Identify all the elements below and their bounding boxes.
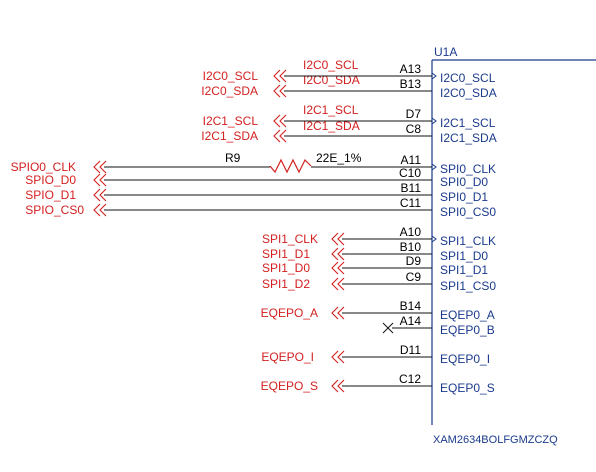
net-label: SPIO0_CLK — [11, 160, 76, 174]
pin-name: SPI1_D1 — [440, 263, 488, 277]
offpage-connector-icon — [93, 203, 107, 217]
net-label: EQEPO_A — [261, 306, 318, 320]
pin-number: A10 — [400, 225, 422, 239]
resistor-value: 22E_1% — [316, 151, 362, 165]
pin-name: SPI0_CLK — [440, 162, 496, 176]
pin-number: B11 — [401, 181, 422, 195]
net-label: SPIO_D0 — [25, 173, 76, 187]
pin-name: I2C0_SCL — [440, 71, 496, 85]
pin-number: A14 — [400, 314, 422, 328]
net-label: SPI1_CLK — [262, 232, 318, 246]
pin-direction-arrow-icon — [431, 163, 437, 171]
pin-number: A13 — [400, 62, 422, 76]
wire-label-i2c0-scl: I2C0_SCL — [303, 58, 359, 72]
net-label: SPIO_D1 — [25, 188, 76, 202]
offpage-connector-icon — [331, 350, 345, 364]
pin-number: B14 — [400, 299, 422, 313]
net-label: I2C0_SCL — [203, 69, 259, 83]
offpage-connector-icon — [273, 129, 287, 143]
net-label: I2C1_SDA — [201, 129, 258, 143]
offpage-connector-icon — [331, 306, 345, 320]
offpage-connector-icon — [93, 188, 107, 202]
offpage-connector-icon — [93, 160, 107, 174]
no-connect-x — [382, 322, 394, 334]
pin-name: EQEP0_B — [440, 323, 495, 337]
wire-label-i2c0-sda: I2C0_SDA — [303, 73, 360, 87]
net-label: EQEPO_I — [261, 350, 314, 364]
offpage-connector-icon — [331, 379, 345, 393]
pin-name: I2C1_SCL — [440, 116, 496, 130]
resistor-r9[interactable]: R9 22E_1% — [225, 151, 362, 174]
pin-name: SPI0_CS0 — [440, 205, 496, 219]
pin-number: D7 — [406, 107, 422, 121]
net-label: SPIO_CS0 — [25, 203, 84, 217]
offpage-connector-icon — [331, 261, 345, 275]
pin-name: SPI0_D0 — [440, 175, 488, 189]
net-label: SPI1_D1 — [262, 247, 310, 261]
pin-name: SPI1_D0 — [440, 249, 488, 263]
pin-number: B13 — [400, 77, 422, 91]
pin-name: SPI0_D1 — [440, 190, 488, 204]
component-ref: U1A — [434, 45, 457, 59]
pin-number: D9 — [406, 254, 422, 268]
resistor-ref: R9 — [225, 151, 241, 165]
pin-number: C10 — [399, 166, 421, 180]
offpage-connector-icon — [273, 84, 287, 98]
i2c-wire-labels: I2C0_SCL I2C0_SDA I2C1_SCL I2C1_SDA — [303, 58, 360, 133]
net-label: SPI1_D2 — [262, 277, 310, 291]
pin-name: EQEP0_S — [440, 381, 495, 395]
wire-label-i2c1-scl: I2C1_SCL — [303, 103, 359, 117]
pin-name: I2C0_SDA — [440, 86, 497, 100]
offpage-connector-icon — [273, 69, 287, 83]
net-label: I2C0_SDA — [201, 84, 258, 98]
net-label: I2C1_SCL — [203, 114, 259, 128]
pin-number: B10 — [400, 240, 422, 254]
pin-name: I2C1_SDA — [440, 131, 497, 145]
pin-number: C8 — [406, 122, 422, 136]
offpage-connector-icon — [273, 114, 287, 128]
pin-number: C11 — [400, 196, 421, 210]
offpage-connector-icon — [331, 247, 345, 261]
wire-label-i2c1-sda: I2C1_SDA — [303, 119, 360, 133]
pin-name: SPI1_CLK — [440, 234, 496, 248]
pin-direction-arrow-icon — [431, 235, 437, 243]
resistor-symbol — [269, 158, 312, 174]
component-part-number: XAM2634BOLFGMZCZQ — [433, 434, 558, 446]
pin-name: EQEP0_A — [440, 308, 495, 322]
pin-direction-arrow-icon — [431, 72, 437, 80]
offpage-connector-icon — [331, 277, 345, 291]
pin-name: SPI1_CS0 — [440, 279, 496, 293]
net-rows: A13I2C0_SCLI2C0_SCLB13I2C0_SDAI2C0_SDAD7… — [11, 62, 497, 395]
offpage-connector-icon — [93, 173, 107, 187]
pin-number: A11 — [401, 153, 422, 167]
pin-number: D11 — [400, 343, 421, 357]
offpage-connector-icon — [331, 232, 345, 246]
pin-number: C12 — [399, 372, 421, 386]
net-label: SPI1_D0 — [262, 261, 310, 275]
pin-number: C9 — [406, 270, 422, 284]
pin-direction-arrow-icon — [431, 117, 437, 125]
net-label: EQEPO_S — [261, 379, 318, 393]
pin-name: EQEP0_I — [440, 352, 490, 366]
